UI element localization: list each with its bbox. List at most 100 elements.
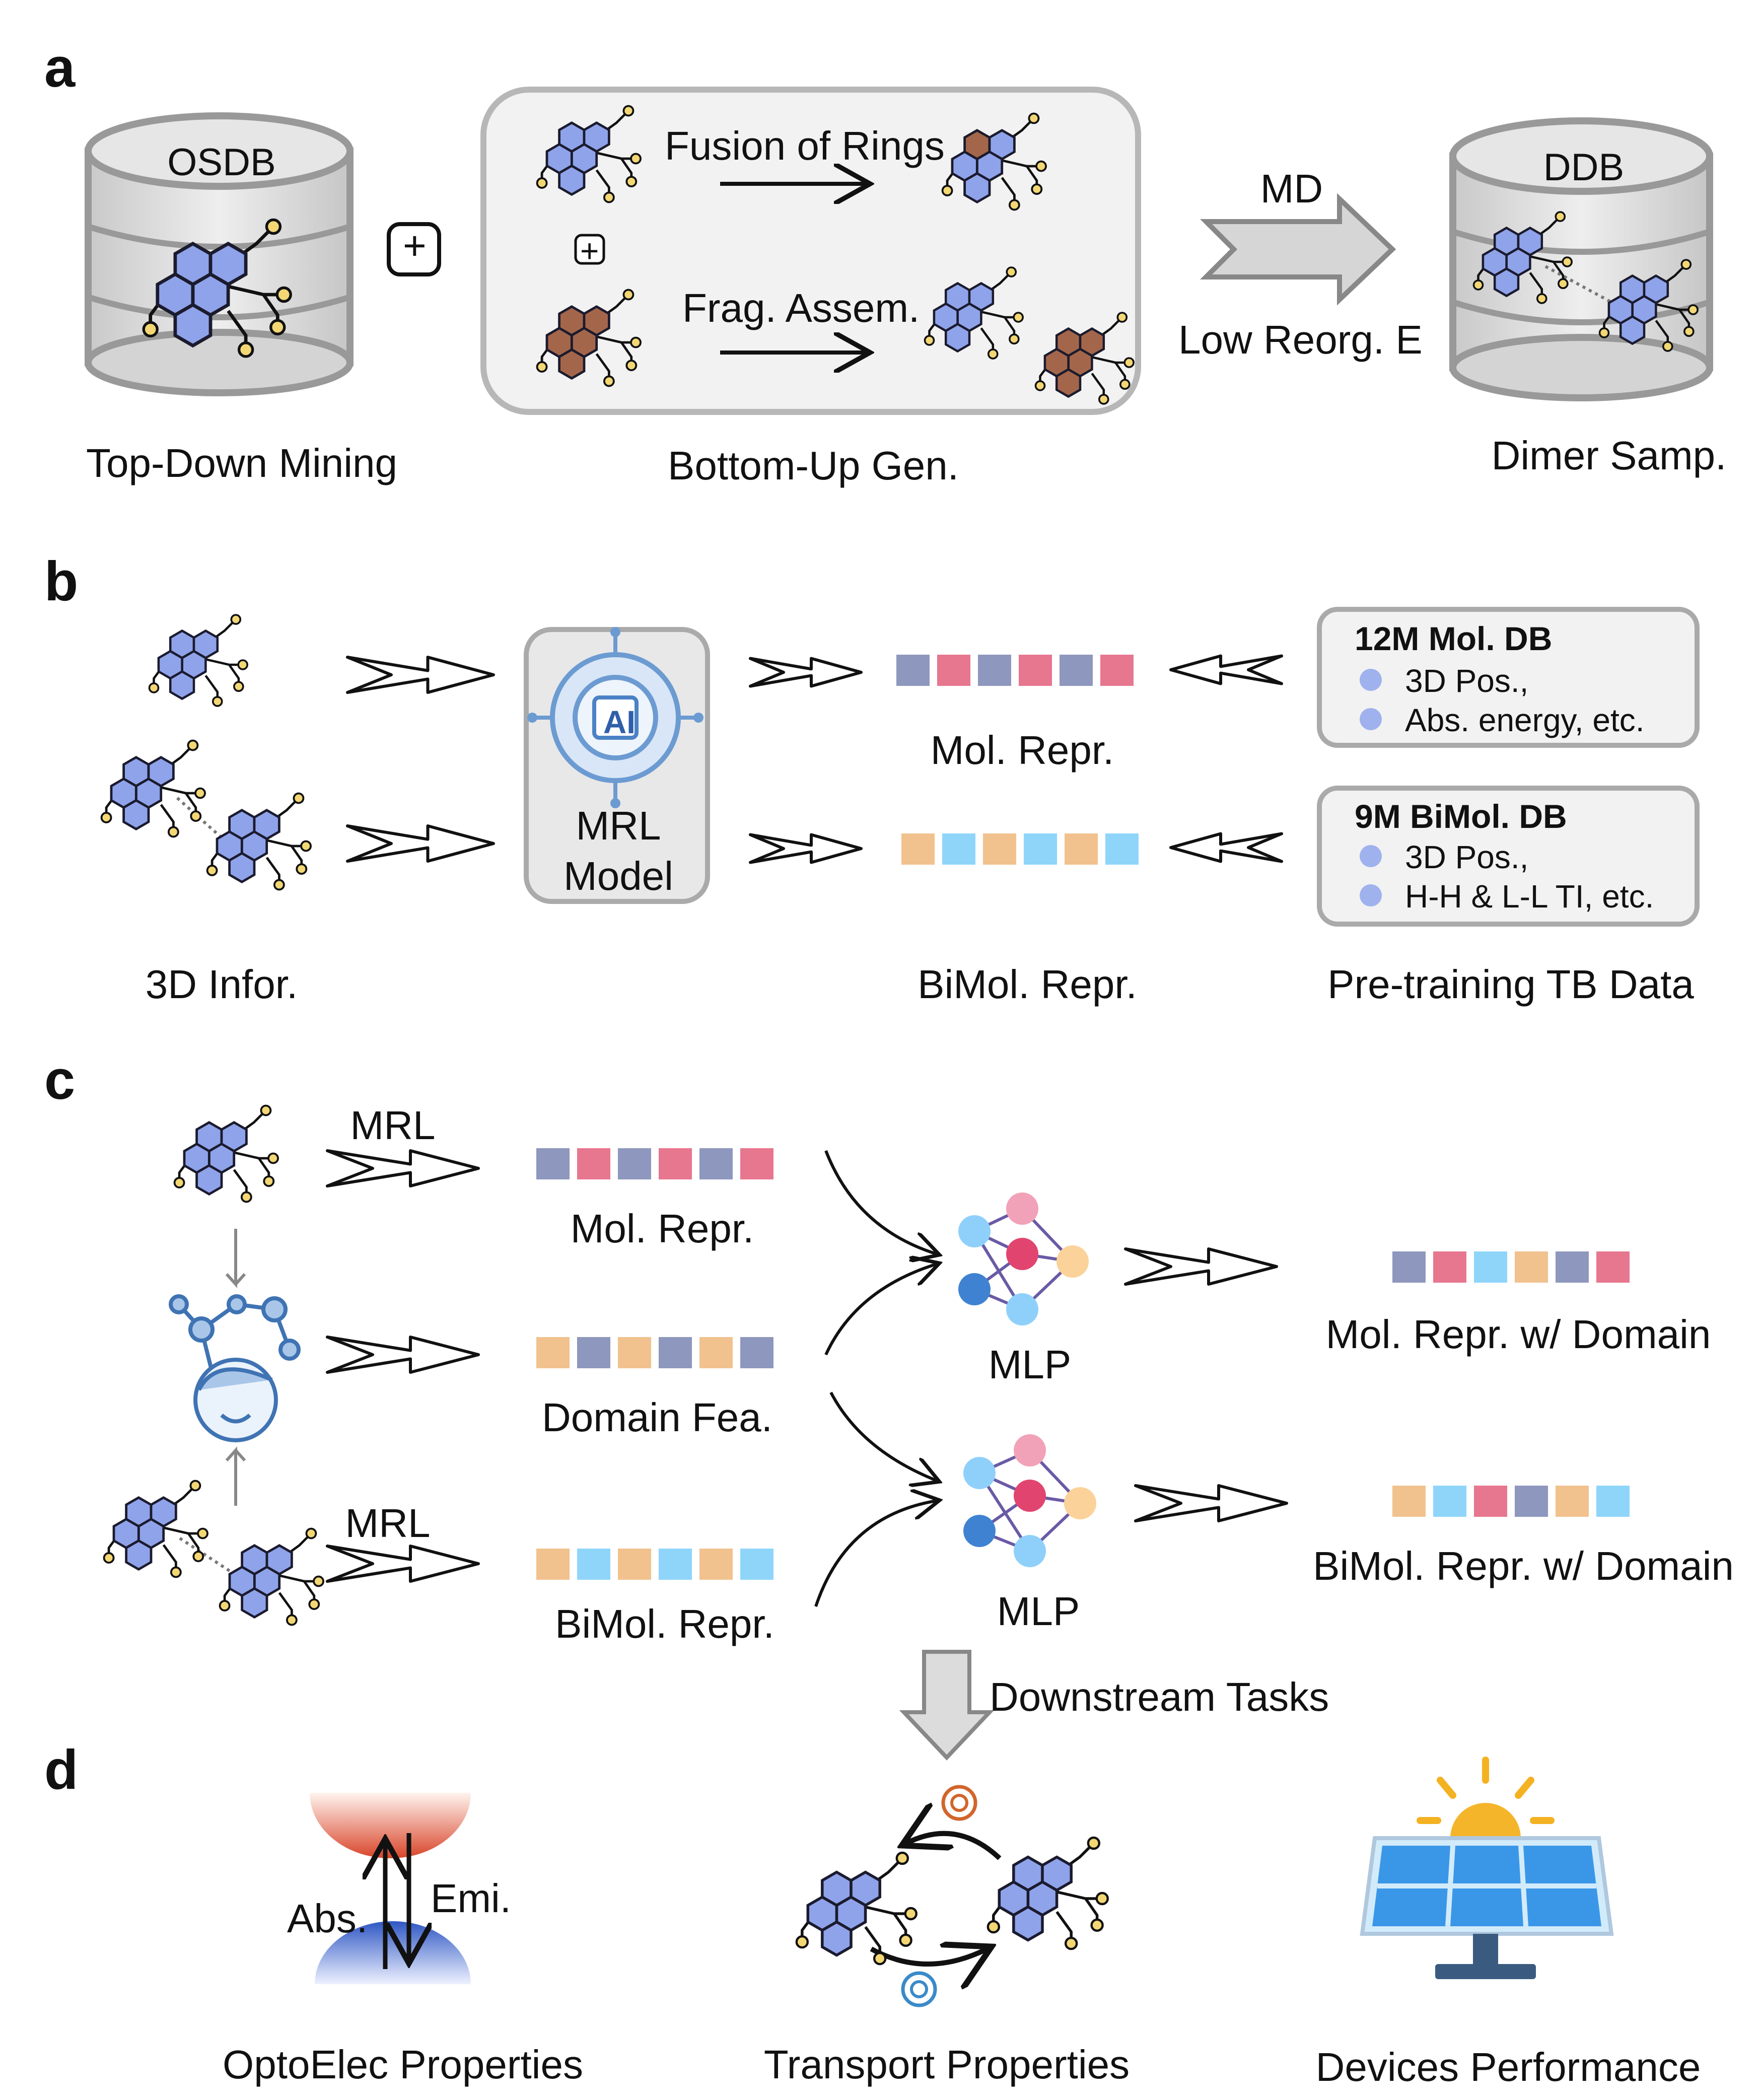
vector-cell <box>618 1148 651 1179</box>
vector-cell <box>896 655 930 686</box>
vector-cell <box>901 833 935 865</box>
merge-arrows <box>814 1150 937 1607</box>
bullet-icon <box>1360 845 1382 867</box>
b-arrow-bimol-repr <box>749 833 863 864</box>
devices-label: Devices Performance <box>1315 2045 1701 2089</box>
vector-cell <box>1596 1486 1630 1517</box>
bimol-domain-label: BiMol. Repr. w/ Domain <box>1313 1544 1734 1588</box>
vector-cell <box>1433 1486 1466 1517</box>
vector-cell <box>659 1337 692 1368</box>
mol-repr-label: Mol. Repr. <box>930 728 1114 773</box>
assembled-molecule-b-icon <box>1034 312 1135 405</box>
panel-label-c: c <box>44 1049 76 1111</box>
b-monomer-icon <box>148 614 248 707</box>
vector-cell <box>1556 1486 1589 1517</box>
mrl-model-line1: MRL <box>576 803 661 848</box>
vector-cell <box>740 1148 773 1179</box>
ddb-dimer-icon-b <box>1598 259 1699 352</box>
vector-cell <box>740 1549 773 1580</box>
osdb-database-icon <box>85 112 354 396</box>
bullet-icon <box>1360 884 1382 906</box>
vector-cell <box>536 1148 570 1179</box>
vector-cell <box>1065 833 1098 865</box>
vector-cell <box>577 1549 610 1580</box>
mlp-top-label: MLP <box>988 1342 1072 1387</box>
ai-chip-icon <box>527 627 703 808</box>
vector-cell <box>536 1337 570 1368</box>
vector-cell <box>577 1148 610 1179</box>
vector-cell <box>1596 1251 1630 1283</box>
low-reorg-label: Low Reorg. E <box>1178 317 1423 362</box>
b-arrow-mol-repr <box>749 657 863 688</box>
vector-cell <box>699 1549 733 1580</box>
vector-cell <box>1019 655 1052 686</box>
dimer-link <box>179 1536 239 1578</box>
vector-cell <box>618 1337 651 1368</box>
mlp-network-top-icon <box>958 1193 1089 1325</box>
vector-cell <box>937 655 970 686</box>
c-arrow-mrl-bottom <box>326 1545 480 1583</box>
caption-dimer: Dimer Samp. <box>1491 433 1727 478</box>
vector-cell <box>1392 1251 1426 1283</box>
md-label: MD <box>1260 166 1323 211</box>
mrl-top-label: MRL <box>350 1103 436 1148</box>
vector-cell <box>536 1549 570 1580</box>
db-9m-title: 9M BiMol. DB <box>1355 798 1567 835</box>
hole-transport-icon <box>941 1785 977 1821</box>
mlp-bottom-label: MLP <box>997 1589 1080 1634</box>
domain-fea-label: Domain Fea. <box>542 1395 772 1440</box>
d-molecule-b-icon <box>987 1836 1109 1950</box>
mol-domain-label: Mol. Repr. w/ Domain <box>1325 1312 1711 1357</box>
db-12m-item-1: 3D Pos., <box>1405 663 1529 699</box>
c-mol-domain-vector <box>1392 1251 1630 1283</box>
c-domain-fea-vector <box>536 1337 773 1368</box>
c-mol-repr-vector <box>536 1148 773 1179</box>
ddb-dimer-icon-a <box>1472 211 1573 304</box>
db-9m-item-1: 3D Pos., <box>1405 839 1529 875</box>
vector-cell <box>1100 655 1134 686</box>
vector-cell <box>740 1337 773 1368</box>
pretrain-label: Pre-training TB Data <box>1327 962 1694 1007</box>
c-arrow-mlp-top <box>1124 1247 1278 1286</box>
downstream-block-arrow <box>899 1650 995 1761</box>
c-bimol-domain-vector <box>1392 1486 1630 1517</box>
mlp-network-bottom-icon <box>963 1434 1096 1567</box>
c-bimol-repr-vector <box>536 1549 773 1580</box>
caption-bottom-up: Bottom-Up Gen. <box>667 443 959 488</box>
b-dimer-icon-b <box>206 792 312 891</box>
vector-cell <box>659 1148 692 1179</box>
c-arrow-mlp-bottom <box>1134 1484 1288 1522</box>
transport-label: Transport Properties <box>763 2042 1130 2087</box>
abs-label: Abs. <box>287 1896 368 1941</box>
c-dimer-icon-a <box>103 1480 208 1578</box>
vector-cell <box>1556 1251 1589 1283</box>
frag-label: Frag. Assem. <box>682 286 920 330</box>
small-plus-box-icon <box>574 234 605 265</box>
domain-expert-icon <box>169 1294 301 1442</box>
b-arrow-mono <box>346 656 495 694</box>
bullet-icon <box>1360 708 1382 730</box>
vector-cell <box>577 1337 610 1368</box>
vector-cell <box>659 1549 692 1580</box>
db-12m-item-2: Abs. energy, etc. <box>1405 702 1645 738</box>
energy-level-icon <box>310 1793 471 1984</box>
bullet-icon <box>1360 669 1382 691</box>
bimol-repr-label: BiMol. Repr. <box>918 962 1137 1007</box>
db-9m-item-2: H-H & L-L TI, etc. <box>1405 878 1654 915</box>
vector-cell <box>1024 833 1057 865</box>
fusion-input-molecule-icon <box>536 105 642 203</box>
vector-cell <box>699 1337 733 1368</box>
transport-cycle-icon <box>870 1834 1002 1964</box>
c-arrow-domain <box>326 1336 480 1374</box>
vector-cell <box>1515 1251 1548 1283</box>
vector-cell <box>1474 1486 1507 1517</box>
c-mol-repr-label: Mol. Repr. <box>570 1206 754 1251</box>
opto-label: OptoElec Properties <box>223 2042 583 2087</box>
vector-cell <box>1515 1486 1548 1517</box>
ddb-label: DDB <box>1543 146 1625 189</box>
c-dimer-icon-b <box>219 1527 324 1626</box>
vector-cell <box>978 655 1011 686</box>
panel-label-d: d <box>44 1739 79 1801</box>
ai-chip-text: AI <box>603 704 636 740</box>
